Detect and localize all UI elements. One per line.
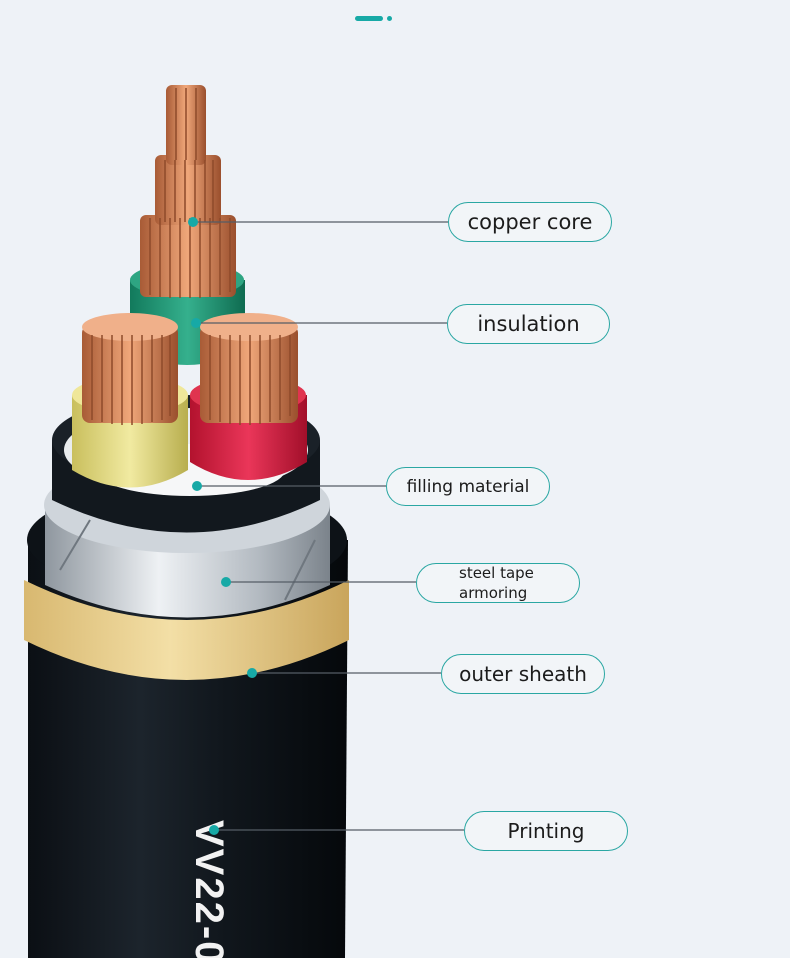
label-copper-core: copper core [448, 202, 612, 242]
marker-insulation [191, 318, 201, 328]
cable-printing: VV22-0. [187, 820, 231, 958]
marker-printing [209, 825, 219, 835]
label-filling-material-text: filling material [406, 476, 530, 497]
sheath-band [24, 580, 349, 680]
copper-strands-right [200, 313, 298, 425]
marker-outer-sheath [247, 668, 257, 678]
label-filling-material: filling material [386, 467, 550, 506]
label-copper-core-text: copper core [467, 210, 593, 234]
marker-filling-material [192, 481, 202, 491]
label-steel-tape-armoring: steel tape armoring [416, 563, 580, 603]
decoration-dot [387, 16, 392, 21]
leader-lines [193, 221, 464, 831]
copper-strands-top [140, 85, 236, 298]
label-steel-tape-line2: armoring [459, 584, 528, 602]
marker-steel-tape [221, 577, 231, 587]
leader-dots [188, 217, 257, 835]
copper-strands-left [82, 313, 178, 425]
label-printing: Printing [464, 811, 628, 851]
header-decoration [355, 15, 395, 23]
marker-copper-core [188, 217, 198, 227]
label-outer-sheath: outer sheath [441, 654, 605, 694]
label-outer-sheath-text: outer sheath [459, 662, 587, 686]
decoration-bar [355, 16, 383, 21]
label-insulation-text: insulation [477, 312, 580, 336]
label-steel-tape-line1: steel tape [459, 564, 534, 582]
label-insulation: insulation [447, 304, 610, 344]
label-printing-text: Printing [507, 819, 585, 843]
